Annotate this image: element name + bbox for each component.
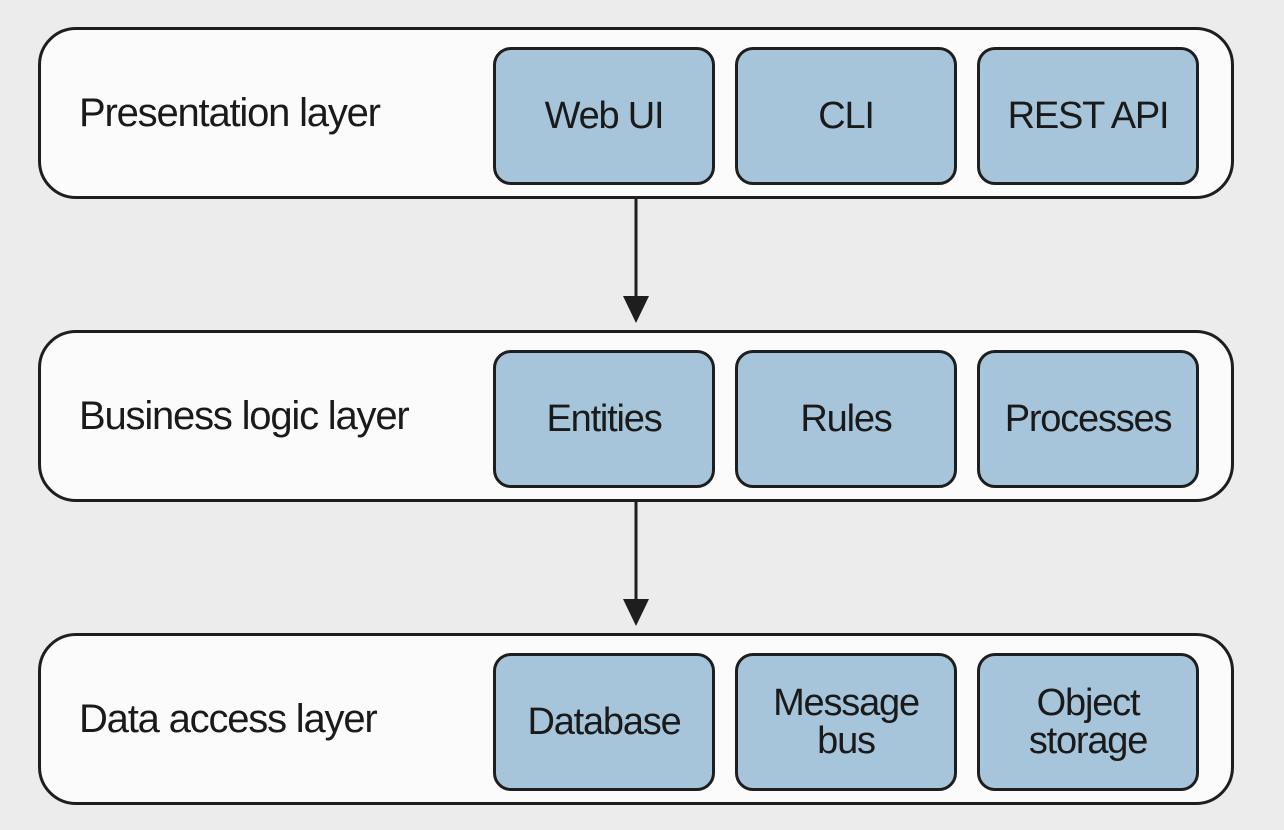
presentation-layer-label: Presentation layer [79,90,381,135]
business-logic-layer-label: Business logic layer [79,393,410,438]
data-access-layer-label: Data access layer [79,696,378,741]
business-logic-layer: Business logic layer Entities Rules Proc… [38,330,1234,502]
processes-box: Processes [977,350,1199,488]
cli-box: CLI [735,47,957,185]
data-access-layer: Data access layer Database Message bus O… [38,633,1234,805]
presentation-layer: Presentation layer Web UI CLI REST API [38,27,1234,199]
entities-box: Entities [493,350,715,488]
message-bus-box: Message bus [735,653,957,791]
rules-box: Rules [735,350,957,488]
rest-api-box: REST API [977,47,1199,185]
database-box: Database [493,653,715,791]
presentation-to-business-arrow [620,199,652,325]
business-to-data-arrow [620,502,652,628]
web-ui-box: Web UI [493,47,715,185]
object-storage-box: Object storage [977,653,1199,791]
